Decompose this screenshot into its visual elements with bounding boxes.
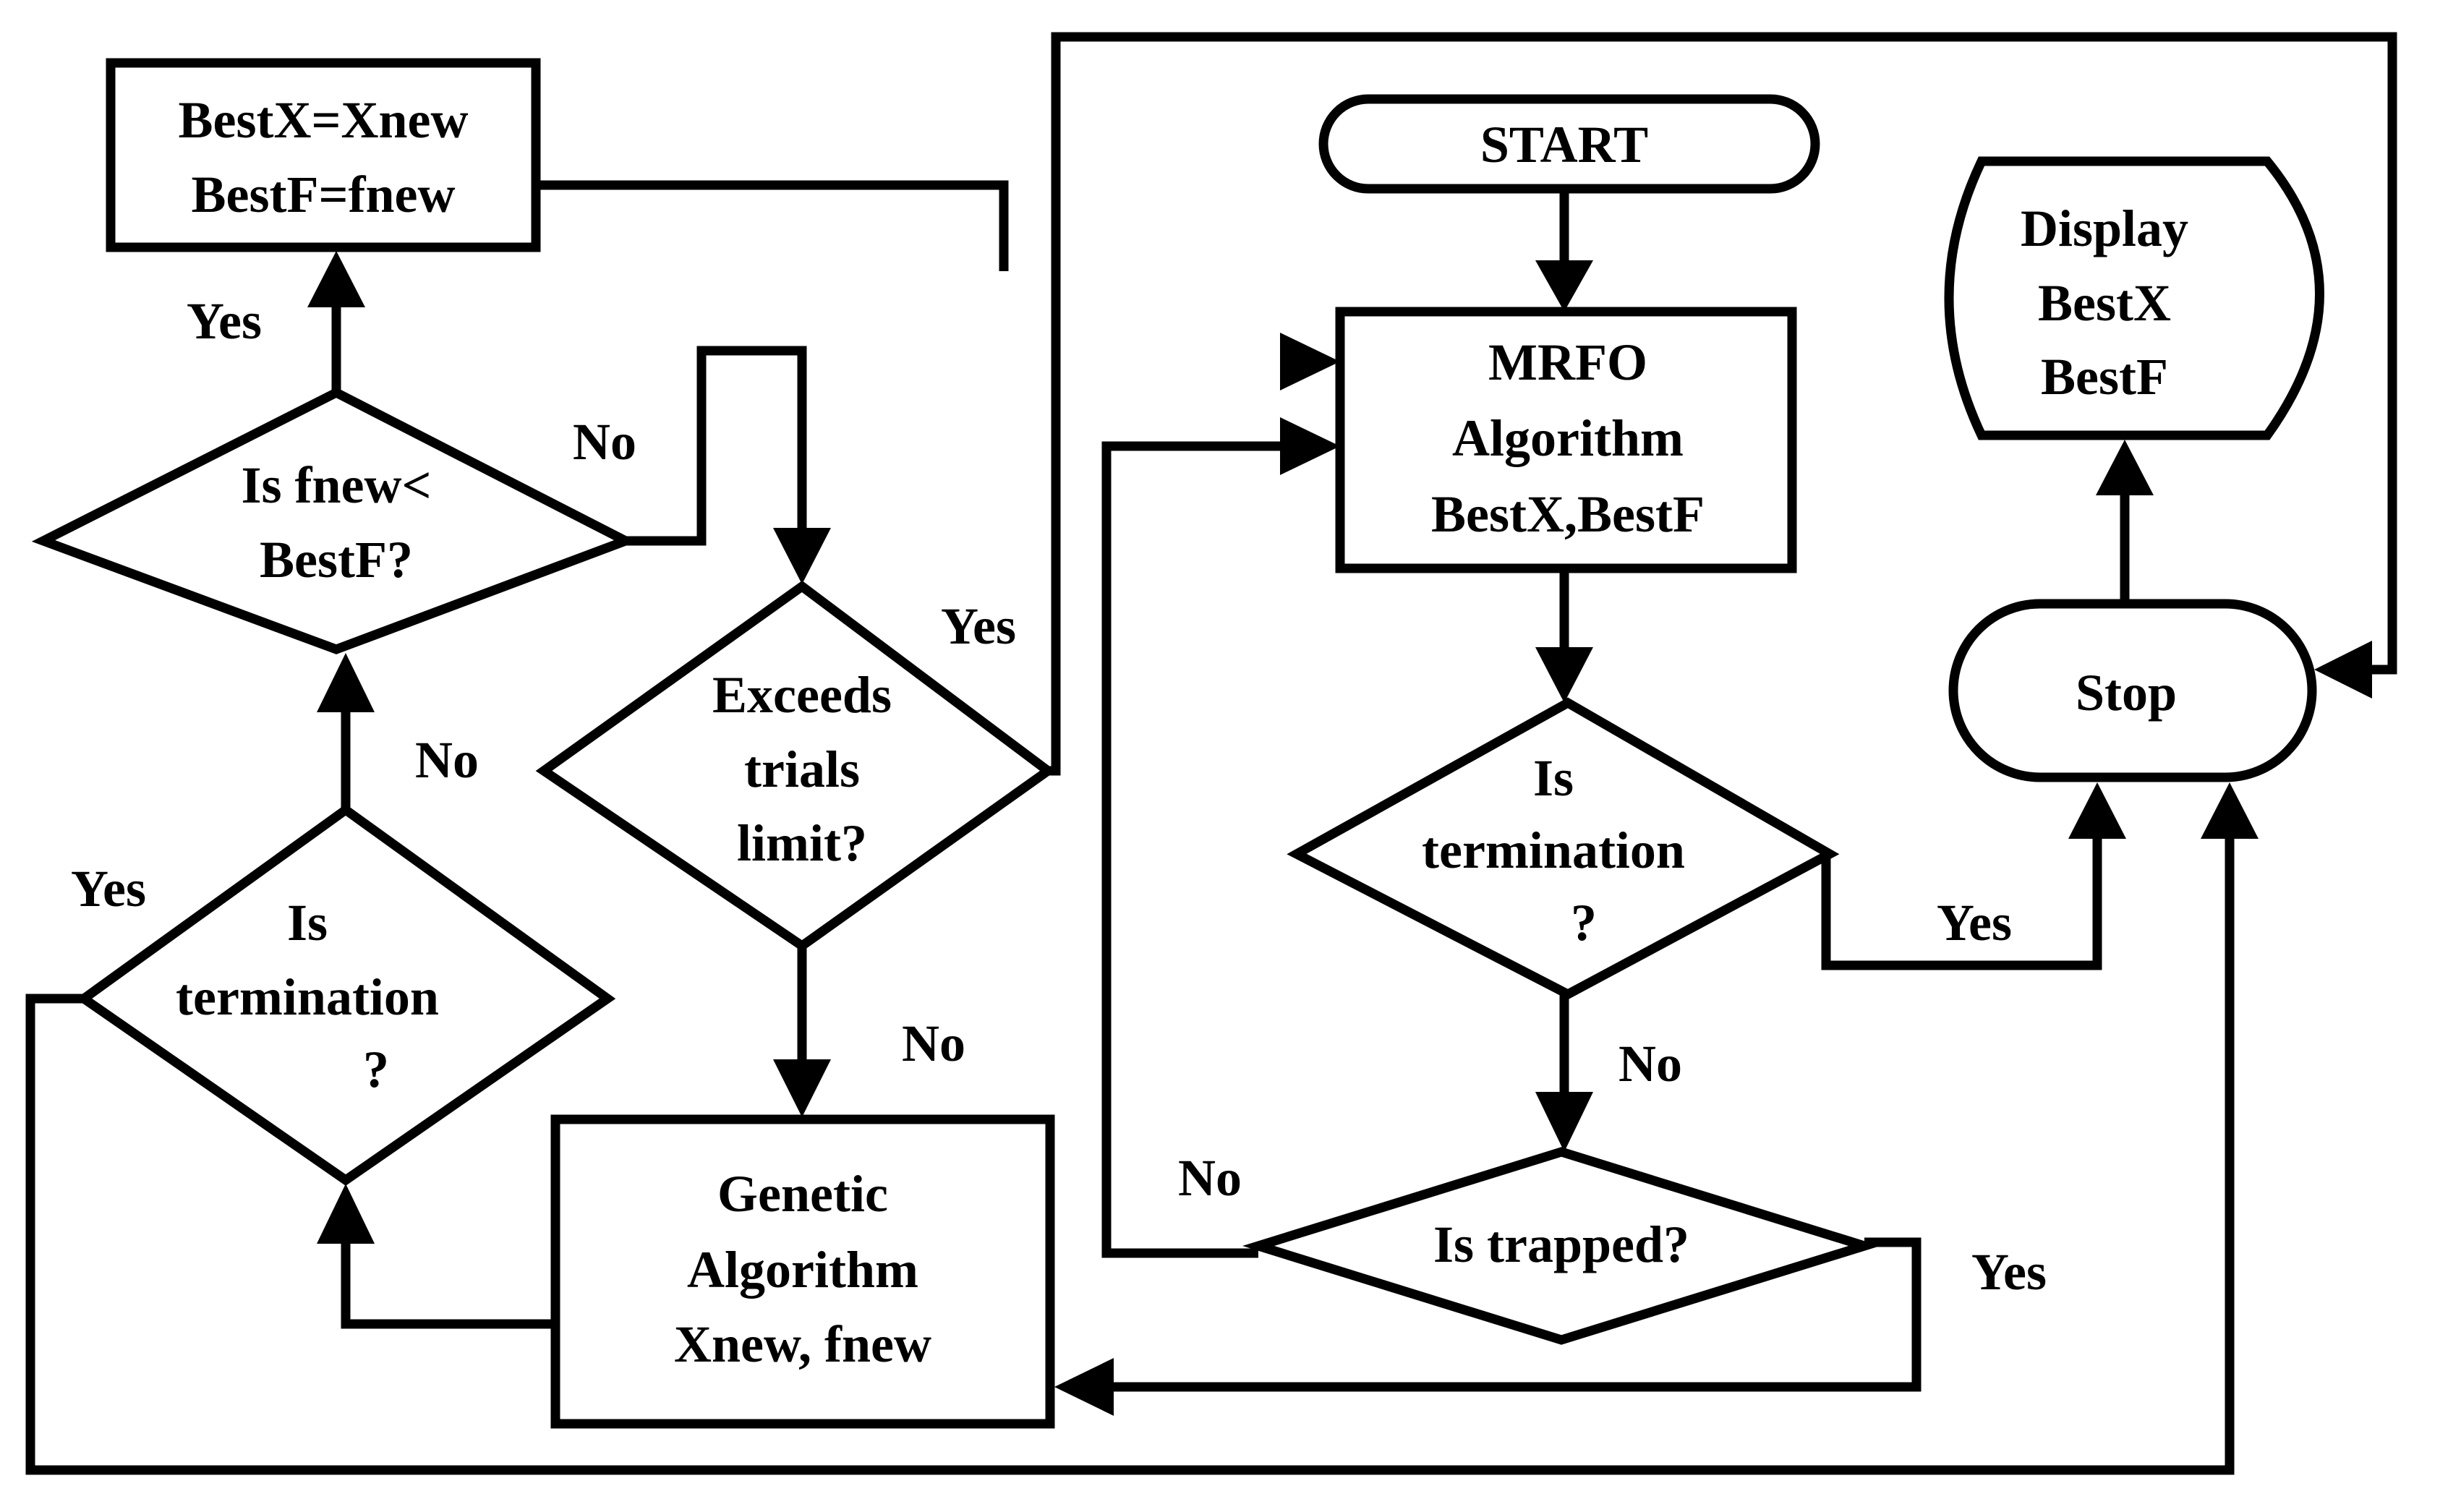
display-shape: [1944, 156, 2324, 440]
bestx-label-line1: BestX=Xnew: [179, 91, 469, 149]
fnew-no-label: No: [573, 413, 636, 471]
fnew-yes-label: Yes: [187, 292, 262, 350]
term-right-label-line2: termination: [1422, 821, 1685, 879]
trapped-no-to-mrfo-connector: [1101, 441, 1280, 1258]
trials-label-line1: Exceeds: [712, 666, 892, 724]
trapped-yes-to-genetic-connector: [1114, 1237, 1922, 1392]
termination-decision-left: [75, 803, 616, 1186]
fnew-label-line1: Is fnew<: [241, 456, 431, 514]
arrowhead-trials-stop: [2314, 641, 2372, 699]
trapped-yes-label: Yes: [1971, 1243, 2047, 1301]
termination-yes-to-stop-connector: [1821, 839, 2102, 970]
term-right-yes-label: Yes: [1937, 894, 2012, 952]
term-left-no-label: No: [415, 731, 479, 789]
term-right-label-line1: Is: [1533, 749, 1574, 807]
mrfo-process: [1335, 307, 1797, 573]
arrowhead-trapped-genetic: [1054, 1358, 1114, 1416]
trials-yes-to-stop-connector: [1048, 32, 2397, 776]
term-left-label-line3: ?: [363, 1041, 389, 1098]
start-terminal: [1318, 94, 1820, 194]
arrowhead-bestx-mrfo: [1280, 333, 1340, 390]
arrowhead-termination-fnew: [317, 653, 375, 712]
genetic-process: [550, 1114, 1055, 1429]
trapped-decision: [1242, 1147, 1880, 1345]
term-left-yes-label: Yes: [71, 860, 146, 918]
term-right-label-line3: ?: [1571, 894, 1597, 952]
term-left-label-line1: Is: [287, 894, 328, 952]
arrowhead-termination-left-stop: [2201, 782, 2259, 839]
bestx-label-line2: BestF=fnew: [192, 166, 456, 223]
trapped-label: Is trapped?: [1433, 1216, 1689, 1273]
trials-label-line3: limit?: [737, 814, 867, 872]
trials-no-label: No: [902, 1015, 965, 1072]
bestx-update-process: [106, 58, 541, 252]
start-label: START: [1480, 116, 1648, 174]
arrowhead-termination-stop: [2068, 782, 2126, 839]
genetic-label-line3: Xnew, fnew: [674, 1315, 931, 1373]
display-label-line2: BestX: [2038, 274, 2171, 332]
mrfo-label-line3: BestX,BestF: [1431, 485, 1705, 543]
trials-yes-label: Yes: [941, 597, 1016, 655]
genetic-to-termination-left-connector: [341, 1244, 555, 1329]
arrowhead-trapped-mrfo: [1280, 417, 1340, 475]
fnew-decision: [31, 387, 638, 654]
display-label-line1: Display: [2021, 200, 2188, 257]
fnew-no-to-trials-connector: [626, 346, 807, 546]
stop-label: Stop: [2076, 664, 2177, 722]
stop-terminal: [1948, 599, 2317, 782]
fnew-label-line2: BestF?: [260, 531, 413, 589]
arrowhead-termination-trapped: [1535, 1092, 1593, 1152]
trials-label-line2: trials: [744, 740, 860, 798]
arrowhead-trials-genetic: [773, 1059, 831, 1117]
arrowhead-mrfo-termination: [1535, 647, 1593, 703]
arrowhead-genetic-termination: [317, 1184, 375, 1244]
trapped-no-label: No: [1178, 1149, 1242, 1207]
arrowhead-stop-display: [2096, 440, 2154, 495]
mrfo-label-line2: Algorithm: [1452, 409, 1684, 467]
mrfo-label-line1: MRFO: [1488, 333, 1647, 391]
genetic-label-line1: Genetic: [717, 1165, 888, 1223]
arrowhead-fnew-bestx: [307, 251, 365, 307]
genetic-label-line2: Algorithm: [687, 1241, 918, 1299]
term-left-label-line2: termination: [176, 968, 439, 1026]
termination-left-yes-to-stop-connector: [25, 839, 2235, 1475]
bestx-to-mrfo-connector: [536, 180, 1009, 271]
display-label-line3: BestF: [2041, 348, 2168, 406]
arrowhead-start-mrfo: [1535, 260, 1593, 312]
term-right-no-label: No: [1618, 1035, 1682, 1093]
arrowhead-fnew-trials: [773, 528, 831, 584]
